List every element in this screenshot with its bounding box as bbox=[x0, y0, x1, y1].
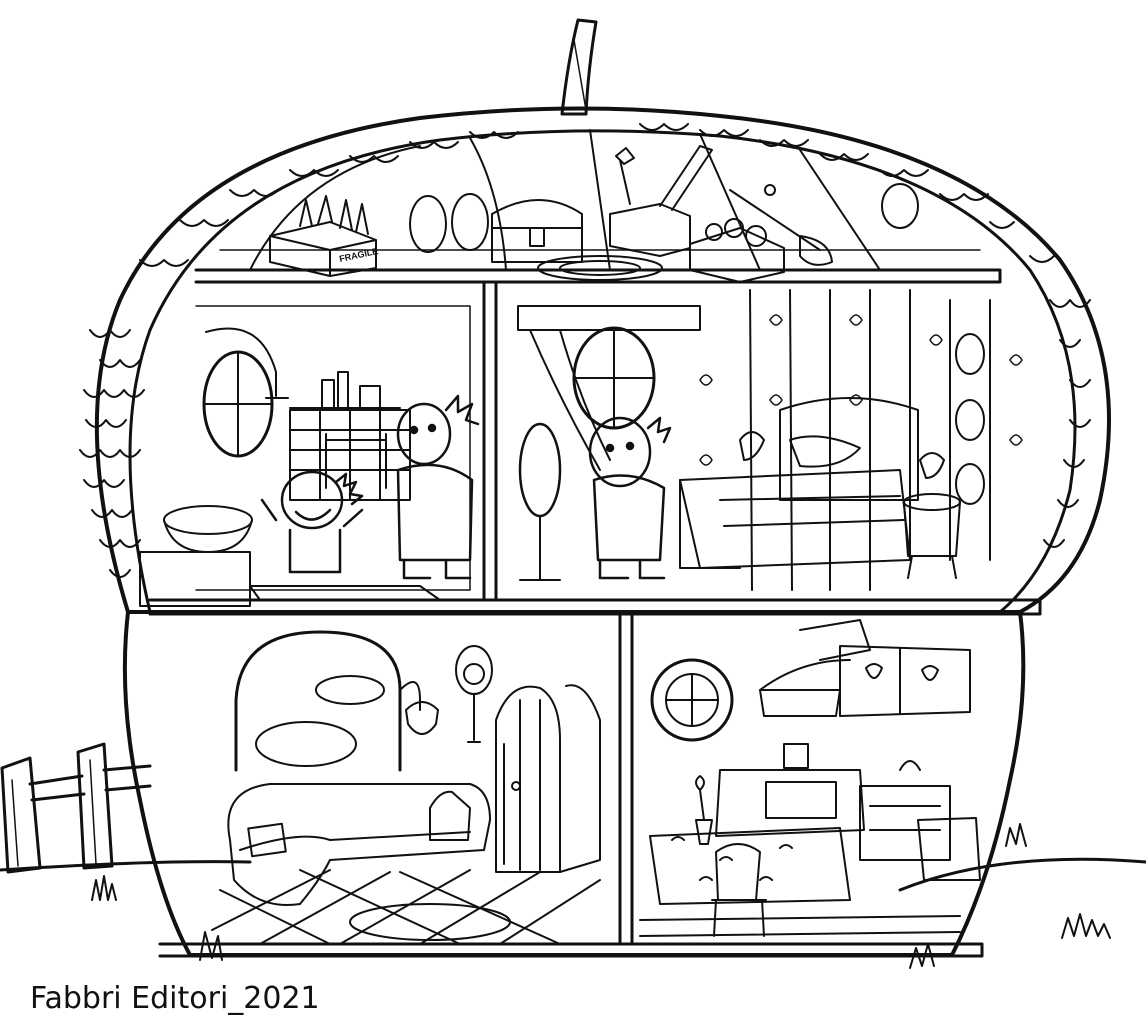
hedgehog-child bbox=[260, 470, 364, 574]
lute bbox=[729, 189, 833, 266]
acorn-cap bbox=[79, 106, 1111, 614]
range-hood bbox=[759, 689, 841, 717]
bathroom bbox=[139, 305, 471, 607]
standing-mirror bbox=[518, 422, 562, 518]
attic-rug bbox=[537, 255, 663, 281]
wall-plate bbox=[955, 463, 985, 505]
oval-painting-small bbox=[315, 675, 385, 705]
wall-plate bbox=[955, 333, 985, 375]
wall-cabinets bbox=[839, 645, 971, 717]
sink bbox=[163, 505, 253, 535]
tool-box bbox=[609, 145, 713, 257]
spider bbox=[764, 184, 776, 196]
living-room bbox=[211, 630, 601, 945]
bedroom bbox=[517, 289, 1023, 591]
acorn-body bbox=[122, 610, 1026, 957]
curtain-valance bbox=[517, 305, 701, 331]
kitchen bbox=[639, 619, 981, 937]
fruit-box bbox=[689, 218, 785, 283]
acorn-cushion bbox=[247, 822, 287, 858]
kitchen-chair bbox=[711, 843, 767, 937]
fragile-box: FRAGILE bbox=[269, 195, 379, 277]
wooden-fence bbox=[0, 742, 152, 874]
snowshoe-left bbox=[409, 195, 447, 253]
living-room-door bbox=[495, 684, 601, 873]
stove bbox=[715, 743, 865, 837]
hedgehog-mother bbox=[396, 394, 480, 580]
fragile-label: FRAGILE bbox=[338, 246, 379, 264]
credit-text: Fabbri Editori_2021 bbox=[30, 981, 320, 1016]
kitchen-table bbox=[649, 827, 851, 905]
oval-painting-large bbox=[255, 721, 357, 767]
flower-vase bbox=[695, 819, 713, 845]
treasure-chest bbox=[491, 199, 583, 263]
kitchen-sink-counter bbox=[859, 760, 951, 861]
attic-round-window bbox=[881, 183, 919, 229]
acorn-lamp bbox=[405, 701, 439, 735]
snowshoe-right bbox=[451, 193, 489, 251]
acorn-stem bbox=[560, 18, 598, 116]
sofa bbox=[227, 783, 491, 906]
bed bbox=[679, 397, 919, 569]
living-room-rug bbox=[349, 903, 511, 941]
pot bbox=[783, 743, 809, 769]
floor-dividers bbox=[148, 268, 1042, 958]
sink-cabinet bbox=[139, 551, 251, 607]
attic: FRAGILE bbox=[219, 129, 981, 283]
wall-plate bbox=[955, 399, 985, 441]
bag bbox=[429, 790, 471, 841]
kitchen-round-window bbox=[650, 658, 734, 742]
bins bbox=[917, 817, 981, 881]
bedside-table bbox=[903, 452, 961, 579]
hedgehog-bedroom bbox=[588, 416, 672, 580]
acorn-clock bbox=[455, 645, 493, 743]
